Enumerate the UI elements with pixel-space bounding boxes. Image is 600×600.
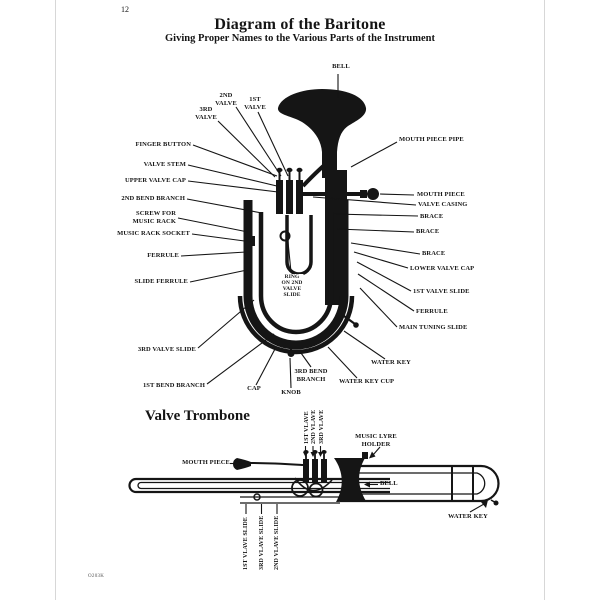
baritone-bell bbox=[277, 89, 367, 178]
label-trombone-3rd-vlave: 3RD VLAVE bbox=[318, 409, 325, 444]
trombone-slide-knob bbox=[253, 493, 261, 501]
label-finger-button: FINGER BUTTON bbox=[135, 141, 191, 148]
label-valve-casing: VALVE CASING bbox=[418, 201, 468, 208]
label-1st-bend-branch: 1ST BEND BRANCH bbox=[142, 382, 205, 389]
label-water-key: WATER KEY bbox=[371, 359, 411, 366]
down-arrow-icon bbox=[303, 452, 308, 457]
label-screw-for-music-rack: SCREW FOR MUSIC RACK bbox=[132, 210, 176, 225]
label-brace-1: BRACE bbox=[420, 213, 444, 220]
label-3rd-bend-branch: 3RD BEND BRANCH bbox=[294, 368, 328, 383]
baritone-mouthpiece-shank bbox=[360, 190, 367, 198]
baritone-ferrule-mark bbox=[243, 250, 253, 256]
label-upper-valve-cap: UPPER VALVE CAP bbox=[125, 177, 186, 184]
label-brace-2: BRACE bbox=[416, 228, 440, 235]
trombone-slide-outer bbox=[128, 477, 390, 494]
label-cap: CAP bbox=[247, 385, 261, 392]
page-subtitle: Giving Proper Names to the Various Parts… bbox=[165, 33, 435, 44]
label-main-tuning-slide: MAIN TUNING SLIDE bbox=[399, 324, 468, 331]
label-2nd-vlave-slide: 2ND VLAVE SLIDE bbox=[274, 515, 280, 570]
label-water-key-cup: WATER KEY CUP bbox=[339, 378, 395, 385]
label-valve-stem: VALVE STEM bbox=[143, 161, 186, 168]
left-arrow-icon bbox=[364, 481, 370, 488]
baritone-bottom-guard bbox=[237, 295, 355, 355]
trombone-slide-inner bbox=[137, 481, 390, 490]
label-trombone-water-key: WATER KEY bbox=[448, 513, 488, 520]
baritone-inner-bow bbox=[258, 212, 334, 335]
label-music-lyre-holder: MUSIC LYRE HOLDER bbox=[355, 433, 397, 448]
label-1st-vlave-slide: 1ST VLAVE SLIDE bbox=[243, 517, 249, 570]
label-ring-on-2nd-valve-slide: RING ON 2ND VALVE SLIDE bbox=[280, 274, 304, 299]
trombone-bell-bow-outer bbox=[340, 464, 500, 503]
label-mouth-piece: MOUTH PIECE bbox=[417, 191, 465, 198]
baritone-body-loop bbox=[243, 200, 349, 350]
label-trombone-mouth-piece: MOUTH PIECE bbox=[182, 459, 230, 466]
right-arrow-icon bbox=[236, 461, 242, 466]
trombone-leader-lines bbox=[230, 446, 485, 514]
baritone-mouthpiece bbox=[367, 188, 379, 200]
label-trombone-1st-vlave: 1ST VLAVE bbox=[303, 411, 310, 444]
baritone-knob bbox=[287, 350, 295, 357]
label-3rd-vlave-slide: 3RD VLAVE SLIDE bbox=[259, 515, 265, 570]
label-2nd-valve: 2ND VALVE bbox=[215, 92, 237, 107]
baritone-illustration bbox=[237, 89, 379, 357]
label-1st-valve-slide: 1ST VALVE SLIDE bbox=[413, 288, 470, 295]
baritone-slide-ferrule-mark bbox=[243, 268, 253, 274]
page-edge-right bbox=[544, 0, 545, 600]
baritone-leader-lines bbox=[177, 74, 421, 389]
baritone-water-key-cup bbox=[353, 322, 359, 328]
down-arrow-icon bbox=[318, 452, 323, 457]
trombone-valve-section bbox=[291, 450, 333, 498]
label-2nd-bend-branch: 2ND BEND BRANCH bbox=[121, 195, 185, 202]
arrowheads bbox=[236, 451, 488, 508]
label-3rd-valve-slide: 3RD VALVE SLIDE bbox=[137, 346, 196, 353]
page-title: Diagram of the Baritone bbox=[214, 16, 386, 33]
label-music-rack-socket: MUSIC RACK SOCKET bbox=[117, 230, 190, 237]
label-mouth-piece-pipe: MOUTH PIECE PIPE bbox=[399, 136, 464, 143]
trombone-lead-pipe bbox=[249, 462, 304, 466]
down-arrow-icon bbox=[310, 452, 316, 457]
label-1st-valve: 1ST VALVE bbox=[244, 96, 266, 111]
label-knob: KNOB bbox=[281, 389, 301, 396]
trombone-mouthpiece bbox=[233, 458, 251, 470]
trombone-bell-bow-inner bbox=[345, 472, 486, 495]
trombone-title: Valve Trombone bbox=[145, 408, 250, 424]
page-edge-left bbox=[55, 0, 56, 600]
baritone-ring bbox=[279, 230, 291, 242]
label-ferrule-right: FERRULE bbox=[416, 308, 448, 315]
trombone-illustration bbox=[128, 450, 500, 506]
label-trombone-bell: BELL bbox=[380, 480, 398, 487]
baritone-branch-pipe bbox=[301, 156, 335, 188]
baritone-water-key-lever bbox=[343, 315, 356, 325]
diagonal-arrow-icon bbox=[481, 500, 488, 508]
label-bell: BELL bbox=[332, 63, 350, 70]
label-brace-3: BRACE bbox=[422, 250, 446, 257]
trombone-water-key-lever bbox=[490, 499, 499, 505]
label-lower-valve-cap: LOWER VALVE CAP bbox=[410, 265, 475, 272]
diagonal-arrow-icon bbox=[369, 451, 376, 459]
page-number: 12 bbox=[121, 5, 129, 14]
label-slide-ferrule: SLIDE FERRULE bbox=[134, 278, 188, 285]
label-trombone-2nd-vlave: 2ND VLAVE bbox=[311, 409, 317, 444]
trombone-bell bbox=[334, 458, 366, 502]
print-code: O203K bbox=[88, 574, 105, 579]
baritone-music-rack-socket bbox=[248, 236, 255, 246]
label-3rd-valve: 3RD VALVE bbox=[195, 106, 217, 121]
trombone-music-lyre-holder bbox=[362, 452, 368, 459]
baritone-valve-section bbox=[276, 167, 303, 214]
label-ferrule-left: FERRULE bbox=[147, 252, 179, 259]
